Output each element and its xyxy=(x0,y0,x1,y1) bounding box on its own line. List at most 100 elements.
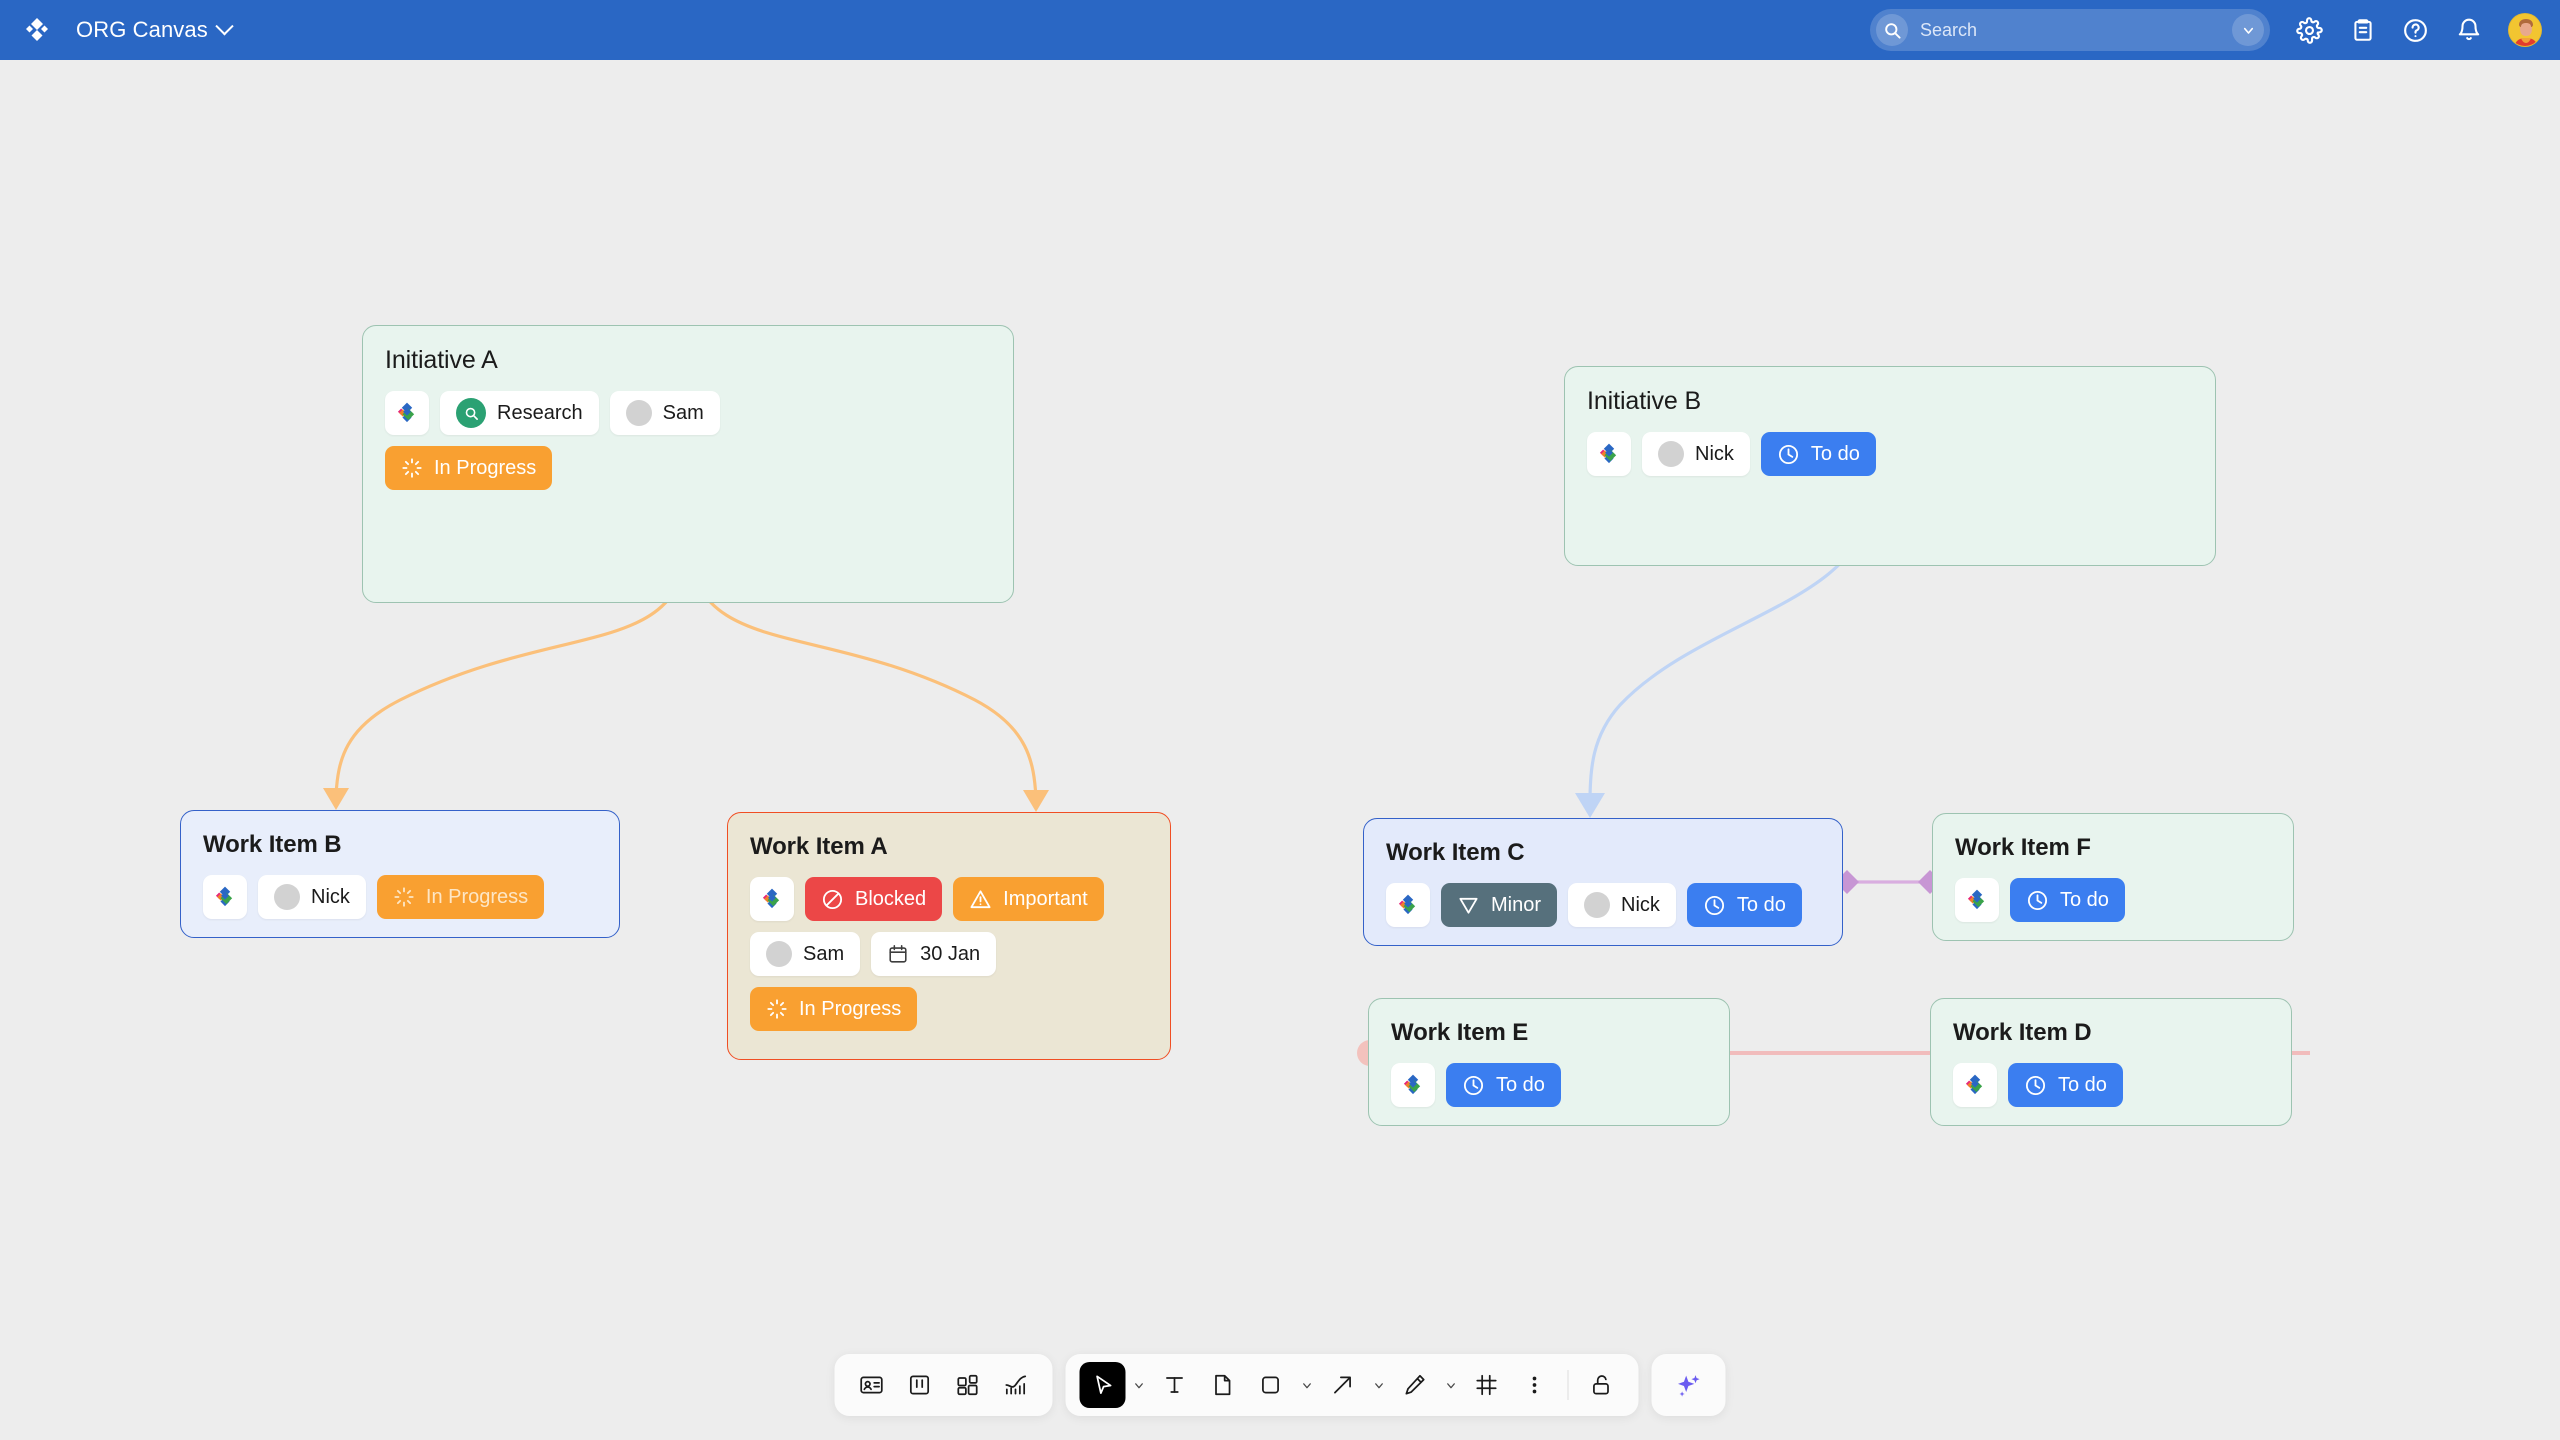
contact-card-icon[interactable] xyxy=(849,1362,895,1408)
chip-label: To do xyxy=(1810,442,1860,465)
bell-icon[interactable] xyxy=(2455,17,2482,44)
chip-label: Sam xyxy=(662,401,704,424)
note-icon[interactable] xyxy=(1200,1362,1246,1408)
chip-assignee[interactable]: Sam xyxy=(609,391,720,435)
chip-research[interactable]: Research xyxy=(440,391,599,435)
chip-status[interactable]: In Progress xyxy=(750,987,918,1031)
chart-icon[interactable] xyxy=(993,1362,1039,1408)
frame-icon[interactable] xyxy=(1464,1362,1510,1408)
clock-icon xyxy=(2024,1074,2047,1097)
chip-status[interactable]: In Progress xyxy=(376,875,545,919)
sparkle-icon[interactable] xyxy=(1666,1362,1712,1408)
gear-icon[interactable] xyxy=(2296,16,2323,44)
link-work-item-c-to-work-item-f[interactable] xyxy=(1835,870,1942,894)
canvas-title-label: ORG Canvas xyxy=(76,17,208,42)
card-title: Initiative A xyxy=(385,346,498,374)
chip-row: To do xyxy=(1391,1063,1707,1107)
clock-icon xyxy=(2026,889,2049,912)
chip-row: Nick In Progress xyxy=(203,875,597,919)
app-diamond-logo[interactable] xyxy=(750,877,794,921)
avatar xyxy=(1584,892,1611,918)
chip-label: Nick xyxy=(311,885,350,908)
toolbar-separator xyxy=(1567,1370,1569,1400)
chip-label: Minor xyxy=(1491,893,1542,916)
chip-label: In Progress xyxy=(434,456,537,479)
ai-group xyxy=(1651,1354,1726,1416)
chip-assignee[interactable]: Nick xyxy=(258,875,366,919)
chip-row: Research Sam xyxy=(385,391,991,435)
app-diamond-logo[interactable] xyxy=(1391,1063,1435,1107)
app-diamond-logo[interactable] xyxy=(1955,878,1999,922)
chip-assignee[interactable]: Nick xyxy=(1568,883,1676,927)
clipboard-icon[interactable] xyxy=(2349,17,2376,44)
chip-label: In Progress xyxy=(799,997,902,1020)
chip-status[interactable]: To do xyxy=(2010,878,2125,922)
app-diamond-logo[interactable] xyxy=(385,391,429,435)
search-filter-chevron-down-icon[interactable] xyxy=(2232,14,2264,46)
arrow-icon[interactable] xyxy=(1320,1362,1366,1408)
avatar xyxy=(274,884,300,910)
board-icon[interactable] xyxy=(897,1362,943,1408)
content-group xyxy=(834,1354,1053,1416)
chip-label: To do xyxy=(1736,893,1786,916)
chip-status[interactable]: To do xyxy=(1686,883,1802,927)
chip-status[interactable]: Important xyxy=(953,877,1104,921)
user-avatar[interactable] xyxy=(2508,13,2542,47)
apps-icon[interactable] xyxy=(945,1362,991,1408)
app-diamond-logo[interactable] xyxy=(1587,432,1631,476)
app-diamond-logo[interactable] xyxy=(22,15,52,45)
chip-row: Sam 30 Jan xyxy=(750,932,1148,976)
card-work-item-d[interactable]: Work Item D To do xyxy=(1930,998,2292,1126)
cursor-icon[interactable] xyxy=(1079,1362,1126,1408)
help-icon[interactable] xyxy=(2402,17,2429,44)
chip-label: In Progress xyxy=(425,885,529,908)
chip-label: To do xyxy=(2060,888,2109,911)
arrow-chevron-down-icon[interactable] xyxy=(1368,1362,1390,1408)
canvas-title[interactable]: ORG Canvas xyxy=(76,16,234,43)
avatar xyxy=(766,941,792,967)
app-diamond-logo[interactable] xyxy=(1953,1063,1997,1107)
in-progress-icon xyxy=(401,457,423,479)
card-work-item-b[interactable]: Work Item B Nick In Progress xyxy=(180,810,620,938)
chip-assignee[interactable]: Nick xyxy=(1642,432,1750,476)
chip-due-date[interactable]: 30 Jan xyxy=(871,932,997,976)
shape-chevron-down-icon[interactable] xyxy=(1296,1362,1318,1408)
chip-label: Research xyxy=(497,401,583,424)
tools-group xyxy=(1065,1354,1639,1416)
text-icon[interactable] xyxy=(1152,1362,1198,1408)
chip-status[interactable]: In Progress xyxy=(385,446,553,490)
cursor-chevron-down-icon[interactable] xyxy=(1128,1362,1150,1408)
card-initiative-b[interactable]: Initiative B Nick To do xyxy=(1564,366,2216,566)
pen-icon[interactable] xyxy=(1392,1362,1438,1408)
chip-status[interactable]: To do xyxy=(1760,432,1876,476)
chip-status[interactable]: To do xyxy=(1446,1063,1561,1107)
app-diamond-logo[interactable] xyxy=(203,875,247,919)
pen-chevron-down-icon[interactable] xyxy=(1440,1362,1462,1408)
lock-icon[interactable] xyxy=(1579,1362,1625,1408)
chip-label: Nick xyxy=(1621,893,1660,916)
shape-icon[interactable] xyxy=(1248,1362,1294,1408)
calendar-icon xyxy=(887,943,909,965)
card-initiative-a[interactable]: Initiative A Research Sam In Progress xyxy=(362,325,1014,603)
card-work-item-e[interactable]: Work Item E To do xyxy=(1368,998,1730,1126)
chip-label: To do xyxy=(2058,1073,2107,1096)
more-icon[interactable] xyxy=(1512,1362,1558,1408)
chip-label: Blocked xyxy=(855,887,927,910)
minor-icon xyxy=(1457,894,1480,917)
chip-row: Nick To do xyxy=(1587,432,2193,476)
chip-row: To do xyxy=(1955,878,2271,922)
chip-blocked[interactable]: Blocked xyxy=(805,877,943,921)
search-input[interactable]: Search xyxy=(1870,9,2270,51)
card-work-item-f[interactable]: Work Item F To do xyxy=(1932,813,2294,941)
link-initiative-a-to-work-item-b[interactable] xyxy=(323,543,690,810)
chip-label: Nick xyxy=(1695,442,1734,465)
link-initiative-a-to-work-item-a[interactable] xyxy=(686,543,1049,812)
app-diamond-logo[interactable] xyxy=(1386,883,1430,927)
chip-label: Sam xyxy=(803,942,845,965)
chip-priority[interactable]: Minor xyxy=(1441,883,1558,927)
chip-assignee[interactable]: Sam xyxy=(750,932,861,976)
chip-status[interactable]: To do xyxy=(2008,1063,2123,1107)
